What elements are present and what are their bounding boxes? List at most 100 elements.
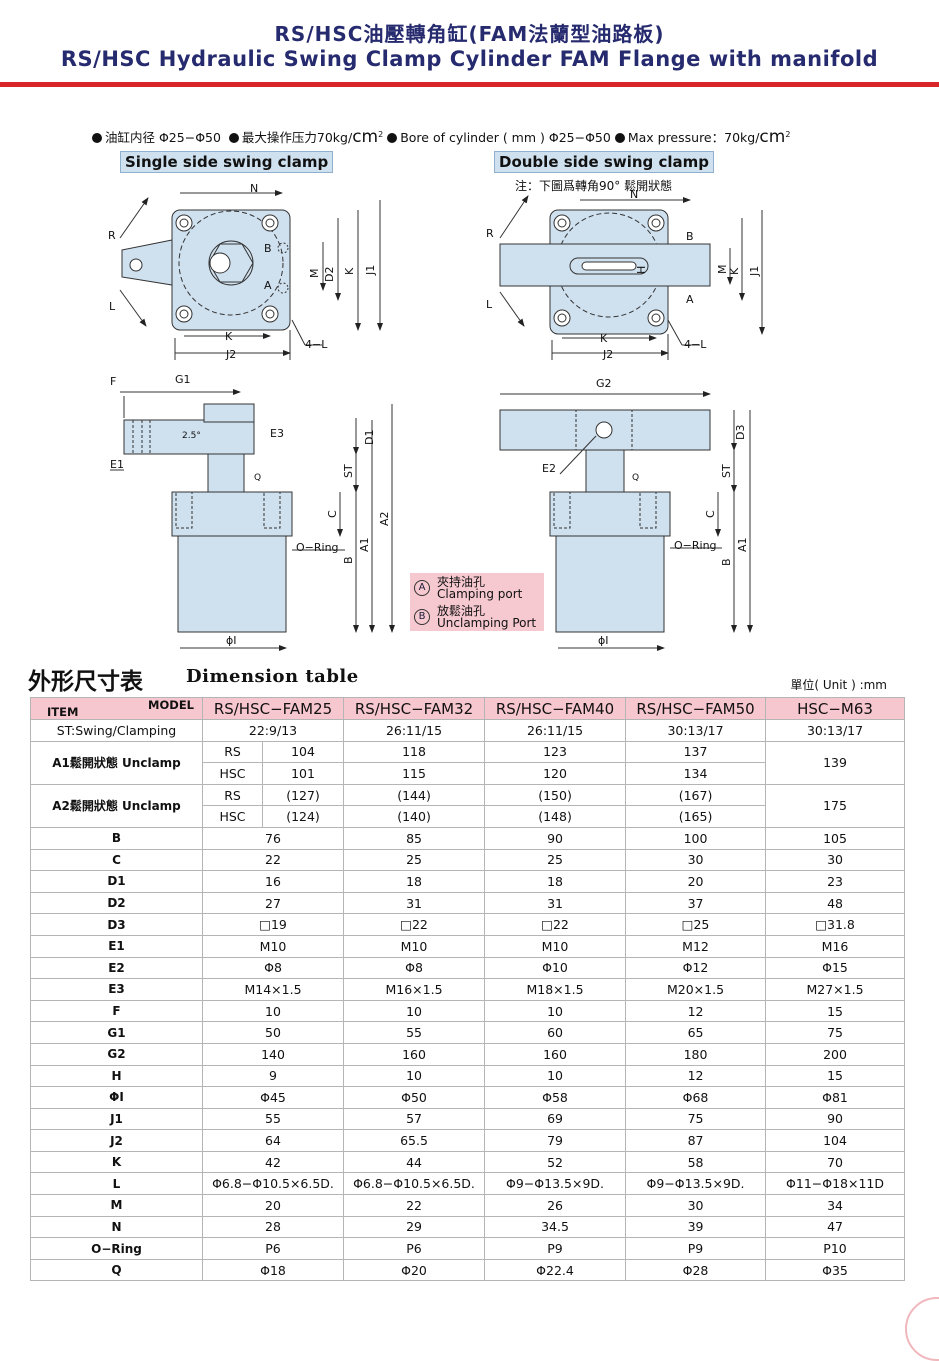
table-cell: Φ58	[484, 1086, 627, 1109]
dimension-label: D2	[323, 267, 336, 282]
single-top-view	[119, 190, 383, 360]
table-cell: 15	[765, 999, 906, 1023]
single-side-view	[110, 389, 395, 651]
table-cell: (144)	[343, 783, 486, 807]
model-header: RS/HSC−FAM32	[343, 697, 486, 720]
dimension-label: B	[342, 556, 355, 564]
table-cell: 65	[625, 1021, 767, 1044]
dimension-label: B	[264, 242, 272, 255]
table-cell: 30	[625, 1194, 767, 1217]
table-cell: M10	[484, 934, 627, 958]
model-header: RS/HSC−FAM25	[201, 697, 345, 720]
table-cell: 22	[201, 848, 345, 872]
technical-drawings: N K J2 R L 4−L B A M D2 K J1 F	[108, 182, 765, 651]
table-cell: 37	[625, 891, 767, 915]
table-cell: 15	[765, 1064, 906, 1088]
single-side-label: Single side swing clamp	[120, 151, 334, 173]
table-cell: 70	[765, 1150, 906, 1174]
bullet-icon	[387, 133, 398, 143]
table-cell: 64	[201, 1129, 345, 1152]
dimension-title-en: Dimension table	[186, 666, 359, 687]
table-cell: 65.5	[343, 1129, 486, 1152]
table-cell: 90	[484, 826, 627, 850]
table-cell: 87	[625, 1129, 767, 1152]
table-cell: □31.8	[765, 913, 906, 936]
spec-unit: cm	[352, 127, 379, 147]
dimension-label: Q	[254, 473, 261, 483]
table-cell: 23	[765, 870, 906, 893]
table-cell: 18	[484, 870, 627, 893]
row-label: J2	[30, 1129, 203, 1152]
table-cell: Φ11−Φ18×11D	[765, 1172, 906, 1196]
sub-label: HSC	[202, 805, 263, 828]
table-cell: 31	[343, 891, 486, 915]
table-cell: (124)	[261, 805, 345, 828]
spec-line: 油缸内径 Φ25−Φ50 最大操作压力70kg/cm2 Bore of cyli…	[92, 127, 790, 147]
table-cell: 134	[625, 762, 767, 785]
single-top-labels: N K J2 R L 4−L B A M D2 K J1	[108, 182, 377, 361]
table-cell: (127)	[261, 783, 345, 807]
port-a-icon: A	[414, 579, 430, 596]
dimension-label: J1	[364, 265, 377, 276]
double-side-note: 注：下圖爲轉角90° 鬆開狀態	[515, 179, 673, 193]
table-cell: 75	[625, 1107, 767, 1131]
table-cell: Φ18	[201, 1258, 345, 1282]
page-title-en: RS/HSC Hydraulic Swing Clamp Cylinder FA…	[60, 47, 879, 71]
spec-bore-cn: 油缸内径 Φ25−Φ50	[105, 130, 221, 145]
table-cell: Φ8	[343, 956, 486, 980]
page-title-cn: RS/HSC油壓轉角缸(FAM法蘭型油路板)	[274, 22, 665, 46]
table-cell: 42	[201, 1150, 345, 1174]
table-cell: 10	[343, 999, 486, 1023]
table-cell: 25	[484, 848, 627, 872]
row-label: E1	[30, 934, 203, 958]
dimension-label: ST	[720, 464, 733, 478]
table-cell: 16	[201, 870, 345, 893]
dimension-label: M	[716, 265, 729, 275]
table-cell: Φ22.4	[484, 1258, 627, 1282]
dimension-label: R	[486, 227, 494, 240]
table-row: ST:Swing/Clamping 22:9/13 26:11/15 26:11…	[30, 719, 906, 742]
dimension-label: A	[264, 279, 272, 292]
row-label: D2	[30, 891, 203, 915]
dimension-label: A	[686, 293, 694, 306]
table-cell: 104	[765, 1129, 906, 1152]
model-header: RS/HSC−FAM50	[625, 697, 767, 720]
dimension-label: E1	[110, 458, 124, 471]
dimension-label: K	[225, 330, 233, 343]
corner-decoration	[905, 1297, 939, 1361]
table-row: A1鬆開狀態 Unclamp RS 104 118 123 137 139	[30, 740, 906, 785]
double-side-labels: G2 E2 Q O−Ring ϕI D3 ST C B A1	[542, 377, 749, 647]
table-cell: 52	[484, 1150, 627, 1174]
single-side-labels: F G1 2.5° E3 E1 Q O−Ring ϕI D1 ST C B A1…	[110, 373, 391, 647]
table-cell: 105	[765, 826, 906, 850]
model-header: HSC−M63	[765, 697, 906, 720]
table-cell: 20	[625, 870, 767, 893]
header-divider	[0, 82, 939, 87]
row-label: L	[30, 1172, 203, 1196]
table-cell: 30:13/17	[765, 719, 906, 742]
table-cell: M16×1.5	[343, 978, 486, 1001]
table-cell: M16	[765, 934, 906, 958]
table-cell: 118	[343, 740, 486, 764]
row-label: ΦI	[30, 1086, 203, 1109]
table-cell: 26:11/15	[343, 719, 486, 742]
row-label: H	[30, 1064, 203, 1088]
table-cell: 69	[484, 1107, 627, 1131]
table-cell: Φ6.8−Φ10.5×6.5D.	[201, 1172, 345, 1196]
dimension-label: N	[630, 188, 638, 201]
dimension-label: A1	[736, 537, 749, 552]
dimension-label: K	[600, 332, 608, 345]
sub-label: RS	[202, 740, 263, 764]
table-cell: 55	[201, 1107, 345, 1131]
